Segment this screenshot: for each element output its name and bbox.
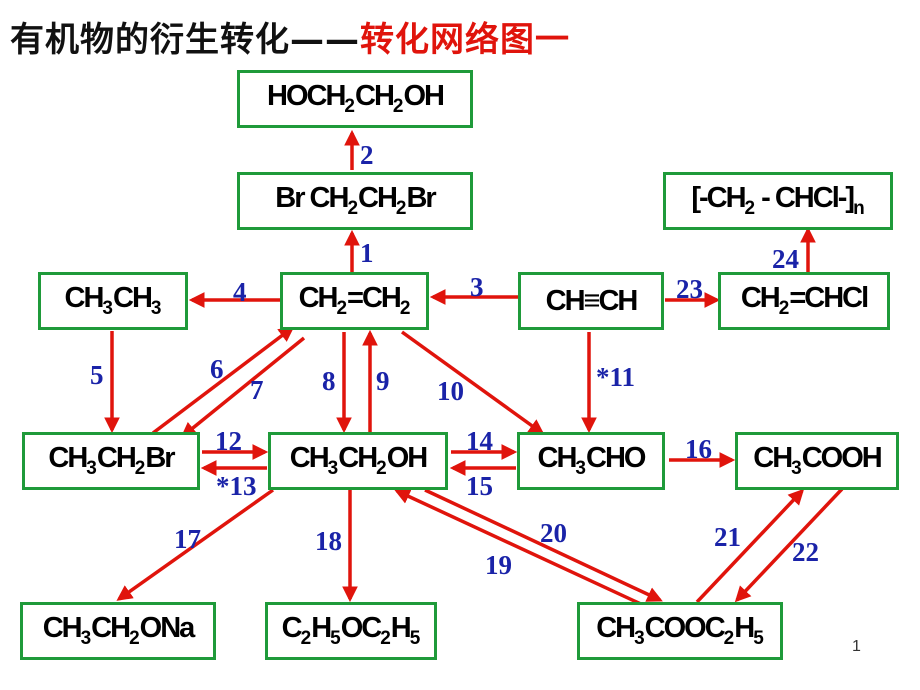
- reaction-number-24: 24: [772, 244, 799, 274]
- reaction-number-13: *13: [216, 471, 257, 501]
- compound-label-ethylene: CH2=CH2: [298, 282, 411, 319]
- compound-label-bromoethane: CH3CH2Br: [48, 442, 175, 479]
- reaction-number-6: 6: [210, 354, 224, 384]
- arrow-6: [151, 326, 295, 435]
- reaction-number-8: 8: [322, 366, 336, 396]
- reaction-number-11: *11: [596, 362, 636, 392]
- compound-label-brch2ch2br: Br CH2CH2Br: [275, 182, 436, 219]
- page-number: 1: [852, 638, 861, 655]
- reaction-number-20: 20: [540, 518, 567, 548]
- compound-label-acetic-acid: CH3COOH: [753, 442, 882, 479]
- reaction-number-15: 15: [466, 471, 493, 501]
- reaction-number-2: 2: [360, 140, 374, 170]
- arrow-21: [695, 488, 805, 604]
- compound-label-pvc: [-CH2 - CHCl-]n: [691, 182, 865, 219]
- compound-label-acetylene: CH≡CH: [545, 284, 639, 317]
- compound-box-acetylene: CH≡CH: [518, 272, 664, 330]
- arrow-19: [394, 489, 644, 607]
- reaction-number-22: 22: [792, 537, 819, 567]
- arrow-7: [180, 336, 306, 438]
- compound-label-ethane: CH3CH3: [64, 282, 162, 319]
- arrow-22: [734, 487, 844, 603]
- compound-box-pvc: [-CH2 - CHCl-]n: [663, 172, 893, 230]
- reaction-number-17: 17: [174, 524, 201, 554]
- compound-label-acetaldehyde: CH3CHO: [537, 442, 647, 479]
- arrow-20: [424, 488, 663, 602]
- compound-box-acetic-acid: CH3COOH: [735, 432, 899, 490]
- compound-box-brch2ch2br: Br CH2CH2Br: [237, 172, 473, 230]
- reaction-number-4: 4: [233, 277, 247, 307]
- compound-box-sodium-ethoxide: CH3CH2ONa: [20, 602, 216, 660]
- compound-label-sodium-ethoxide: CH3CH2ONa: [42, 612, 196, 649]
- compound-box-hoch2ch2oh: HOCH2CH2OH: [237, 70, 473, 128]
- reaction-number-21: 21: [714, 522, 741, 552]
- title-main: 有机物的衍生转化——: [10, 20, 360, 60]
- reaction-number-10: 10: [437, 376, 464, 406]
- compound-box-acetaldehyde: CH3CHO: [517, 432, 665, 490]
- title-highlight: 转化网络图一: [360, 20, 570, 60]
- compound-box-ethyl-acetate: CH3COOC2H5: [577, 602, 783, 660]
- reaction-number-14: 14: [466, 426, 493, 456]
- compound-box-ethane: CH3CH3: [38, 272, 188, 330]
- compound-label-diethyl-ether: C2H5OC2H5: [281, 612, 421, 649]
- reaction-number-18: 18: [315, 526, 342, 556]
- compound-box-ethylene: CH2=CH2: [280, 272, 429, 330]
- compound-label-hoch2ch2oh: HOCH2CH2OH: [267, 80, 445, 117]
- reaction-number-3: 3: [470, 272, 484, 302]
- compound-box-diethyl-ether: C2H5OC2H5: [265, 602, 437, 660]
- reaction-number-9: 9: [376, 366, 390, 396]
- reaction-number-12: 12: [215, 426, 242, 456]
- arrow-17: [116, 488, 275, 601]
- reaction-number-5: 5: [90, 360, 104, 390]
- arrow-10: [400, 330, 545, 435]
- compound-label-ethyl-acetate: CH3COOC2H5: [596, 612, 764, 649]
- page-title: 有机物的衍生转化——转化网络图一: [10, 12, 570, 61]
- compound-label-ethanol: CH3CH2OH: [289, 442, 428, 479]
- reaction-number-1: 1: [360, 238, 374, 268]
- reaction-number-19: 19: [485, 550, 512, 580]
- reaction-number-7: 7: [250, 375, 264, 405]
- reaction-number-23: 23: [676, 274, 703, 304]
- compound-box-bromoethane: CH3CH2Br: [22, 432, 200, 490]
- reaction-number-16: 16: [685, 434, 712, 464]
- compound-label-vinyl-chloride: CH2=CHCl: [740, 282, 869, 319]
- compound-box-ethanol: CH3CH2OH: [268, 432, 448, 490]
- compound-box-vinyl-chloride: CH2=CHCl: [718, 272, 890, 330]
